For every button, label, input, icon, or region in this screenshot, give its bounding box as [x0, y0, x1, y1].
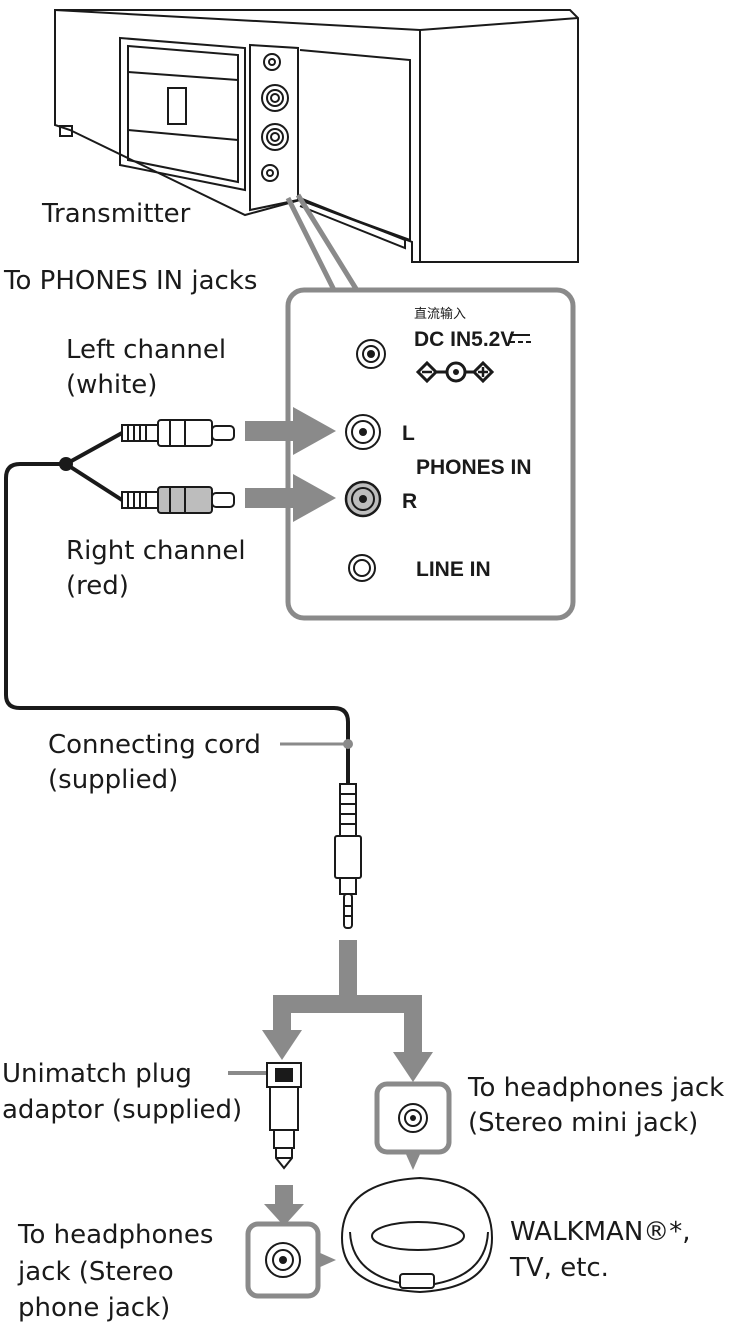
phones-in-label: PHONES IN [416, 456, 532, 479]
tv-etc-label: TV, etc. [509, 1253, 609, 1283]
connecting-cord-leader-dot [343, 739, 353, 749]
arrow-to-r-jack [245, 474, 336, 522]
split-arrow [262, 940, 433, 1082]
stereo-phone-jack-label-2: phone jack) [18, 1293, 170, 1323]
mini-jack-callout [374, 1081, 452, 1170]
line-in-label: LINE IN [416, 558, 491, 581]
connecting-cord-supplied-label: (supplied) [48, 765, 178, 795]
callout-wedge [285, 193, 361, 294]
arrow-to-phone-jack [264, 1185, 304, 1226]
dc-in-label: DC IN5.2V [414, 328, 514, 351]
left-channel-color-label: (white) [66, 370, 157, 400]
right-channel-color-label: (red) [66, 571, 129, 601]
left-channel-label: Left channel [66, 335, 226, 365]
dc-in-chinese-label: 直流输入 [414, 306, 466, 322]
transmitter-label: Transmitter [41, 199, 191, 229]
polarity-symbol-icon [415, 360, 495, 384]
to-headphones-mini-label: To headphones jack [467, 1073, 724, 1103]
transmitter-illustration [54, 9, 579, 263]
unimatch-adaptor [228, 1062, 302, 1170]
jack-label-r: R [402, 490, 417, 513]
to-phones-in-label: To PHONES IN jacks [3, 266, 257, 296]
stereo-phone-jack-label-1: jack (Stereo [17, 1257, 174, 1287]
right-channel-label: Right channel [66, 536, 246, 566]
rear-panel: 直流输入 DC IN5.2V L PHONES IN R [285, 287, 576, 621]
to-headphones-phone-label: To headphones [17, 1220, 213, 1250]
dc-symbol [510, 334, 531, 343]
connecting-cord-label: Connecting cord [48, 730, 261, 760]
unimatch-supplied-label: adaptor (supplied) [2, 1095, 242, 1125]
phone-jack-callout [245, 1221, 336, 1299]
walkman-label: WALKMAN®*, [510, 1217, 691, 1247]
connecting-cord [4, 431, 350, 784]
stereo-mini-jack-label: (Stereo mini jack) [468, 1108, 698, 1138]
rca-plug-red [121, 486, 235, 514]
jack-label-l: L [402, 422, 415, 445]
unimatch-label: Unimatch plug [2, 1059, 192, 1089]
arrow-to-l-jack [245, 407, 336, 455]
walkman-device [340, 1176, 494, 1294]
stereo-mini-plug [334, 783, 362, 929]
rca-plug-white [121, 419, 235, 447]
